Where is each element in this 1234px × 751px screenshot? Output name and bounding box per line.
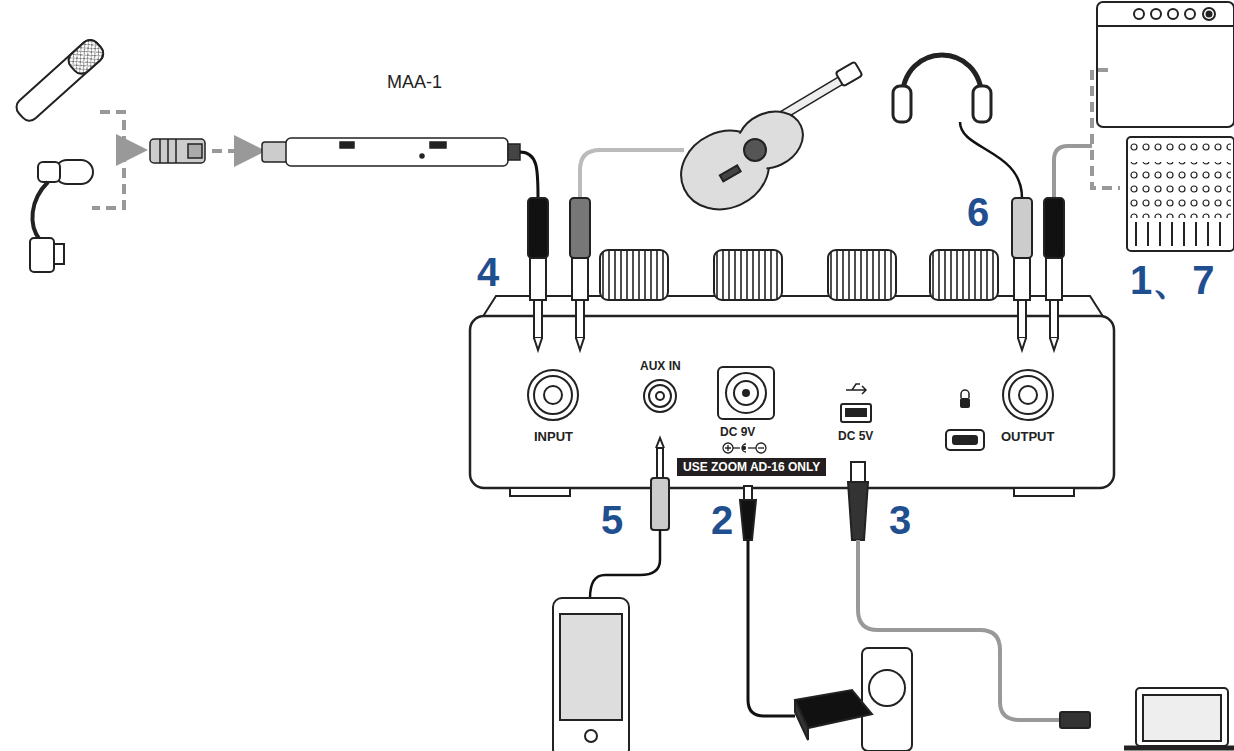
dashed-bracket [1092, 70, 1120, 188]
dashed-bracket [92, 112, 124, 208]
maa-1-adapter [262, 138, 520, 166]
usb-plug [848, 462, 868, 540]
callout-number: 5 [601, 500, 623, 540]
handheld-microphone [13, 36, 107, 124]
acoustic-guitar [668, 62, 862, 224]
jack-label: DC 9V [719, 426, 756, 438]
jack-label: DC 5V [837, 430, 874, 442]
callout-number: 1、7 [1130, 260, 1215, 300]
callout-number: 4 [477, 252, 499, 292]
dc-cable [748, 540, 795, 716]
usb-port [841, 384, 871, 422]
jack-label: INPUT [533, 430, 574, 443]
output-jack [1003, 370, 1053, 420]
security-slot [946, 390, 984, 450]
headphones [893, 55, 991, 122]
warning-band: USE ZOOM AD-16 ONLY [677, 458, 826, 476]
guitar-cable [580, 150, 684, 198]
aux-in-jack [644, 380, 676, 412]
laptop [1060, 688, 1234, 748]
callout-number: 6 [967, 192, 989, 232]
input-jack [528, 370, 578, 420]
part-name: MAA-1 [387, 73, 442, 91]
dc-jack [718, 367, 774, 419]
smartphone [553, 598, 629, 751]
clip-microphone [30, 160, 93, 272]
warning-text: USE ZOOM AD-16 ONLY [683, 461, 820, 473]
connect-arrow [124, 148, 140, 152]
mic-cable [520, 152, 538, 198]
mixer [1127, 137, 1234, 251]
guitar-amplifier [1097, 2, 1234, 127]
headphone-cable [960, 122, 1022, 198]
callout-number: 3 [889, 500, 911, 540]
device-body [470, 250, 1114, 496]
jack-label: AUX IN [639, 360, 682, 372]
xlr-connector [150, 139, 205, 163]
ac-adapter [795, 648, 912, 751]
connect-arrow [212, 149, 252, 153]
mini-plug [651, 438, 669, 530]
polarity-symbol [723, 443, 766, 453]
output-cable [1054, 146, 1092, 198]
dc-plug [740, 486, 756, 540]
callout-number: 2 [711, 500, 733, 540]
jack-label: OUTPUT [1000, 430, 1055, 443]
aux-cable [590, 530, 660, 598]
usb-cable [858, 540, 1060, 720]
connect-arrow [252, 149, 258, 153]
